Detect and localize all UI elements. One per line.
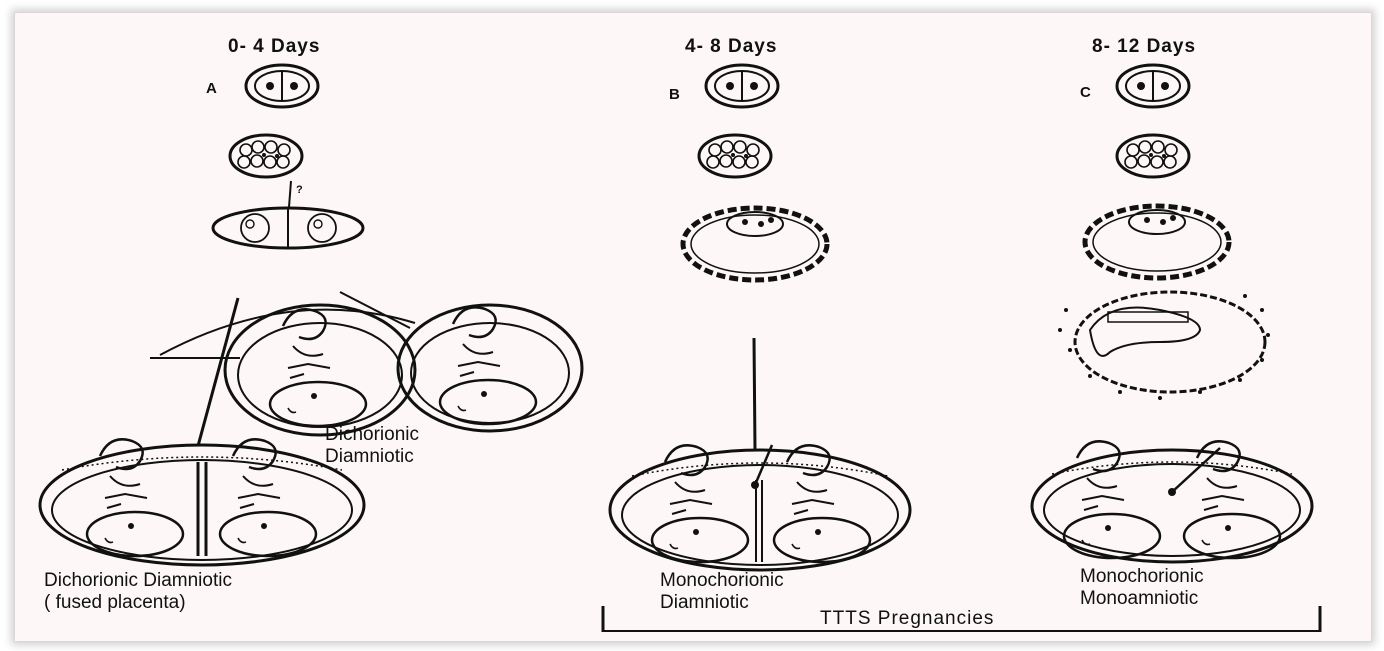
embryonic-disc-stage bbox=[1058, 292, 1270, 400]
label-dichorionic-separate: Dichorionic Diamniotic bbox=[325, 424, 419, 468]
zygote-a bbox=[246, 65, 318, 107]
arrow-to-fused bbox=[198, 298, 238, 446]
arrow-to-mono-di bbox=[754, 338, 755, 450]
split-arrow-a bbox=[289, 181, 291, 207]
label-dichorionic-fused: Dichorionic Diamniotic ( fused placenta) bbox=[44, 570, 232, 614]
heading-8-12-days: 8- 12 Days bbox=[1092, 36, 1196, 58]
zygote-b bbox=[706, 65, 778, 107]
tag-b: B bbox=[669, 86, 680, 103]
morula-b bbox=[699, 135, 771, 177]
tag-c: C bbox=[1080, 84, 1091, 101]
tag-a: A bbox=[206, 80, 217, 97]
zygote-c bbox=[1117, 65, 1189, 107]
blastocyst-c bbox=[1085, 206, 1229, 278]
morula-c bbox=[1117, 135, 1189, 177]
heading-4-8-days: 4- 8 Days bbox=[685, 36, 777, 58]
morula-a bbox=[230, 135, 302, 177]
monochorionic-monoamniotic-sac bbox=[1032, 441, 1312, 562]
question-mark: ? bbox=[296, 184, 303, 196]
blastocyst-b bbox=[683, 208, 827, 280]
label-ttts-pregnancies: TTTS Pregnancies bbox=[820, 608, 994, 630]
monochorionic-diamniotic-sac bbox=[610, 445, 910, 570]
dichorionic-separate-sacs bbox=[150, 292, 582, 435]
dichorionic-fused-sac bbox=[40, 439, 364, 565]
label-monochorionic-diamniotic: Monochorionic Diamniotic bbox=[660, 570, 784, 614]
label-monochorionic-monoamniotic: Monochorionic Monoamniotic bbox=[1080, 566, 1204, 610]
split-morula bbox=[213, 208, 363, 248]
heading-0-4-days: 0- 4 Days bbox=[228, 36, 320, 58]
